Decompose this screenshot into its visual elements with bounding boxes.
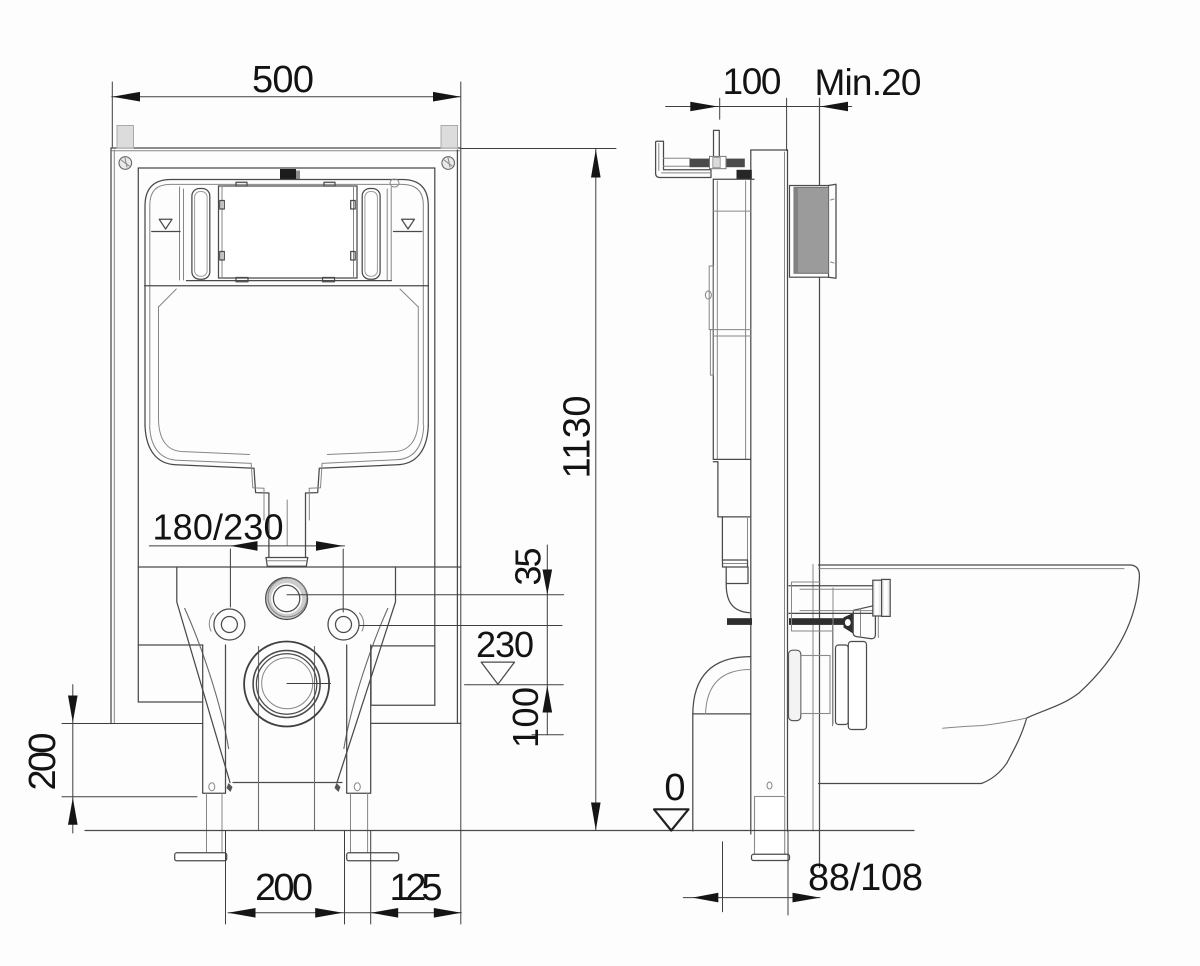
svg-text:88/108: 88/108 — [808, 857, 923, 899]
svg-text:0: 0 — [664, 767, 685, 809]
svg-text:35: 35 — [508, 548, 549, 586]
svg-text:100: 100 — [505, 687, 546, 748]
svg-text:200: 200 — [22, 733, 64, 791]
svg-text:230: 230 — [476, 624, 534, 665]
svg-text:Min.20: Min.20 — [815, 62, 922, 103]
svg-text:125: 125 — [390, 867, 443, 909]
svg-text:200: 200 — [255, 867, 313, 909]
svg-text:100: 100 — [723, 61, 782, 102]
svg-text:1130: 1130 — [557, 396, 599, 479]
svg-text:180/230: 180/230 — [153, 507, 284, 548]
svg-text:500: 500 — [252, 59, 314, 101]
